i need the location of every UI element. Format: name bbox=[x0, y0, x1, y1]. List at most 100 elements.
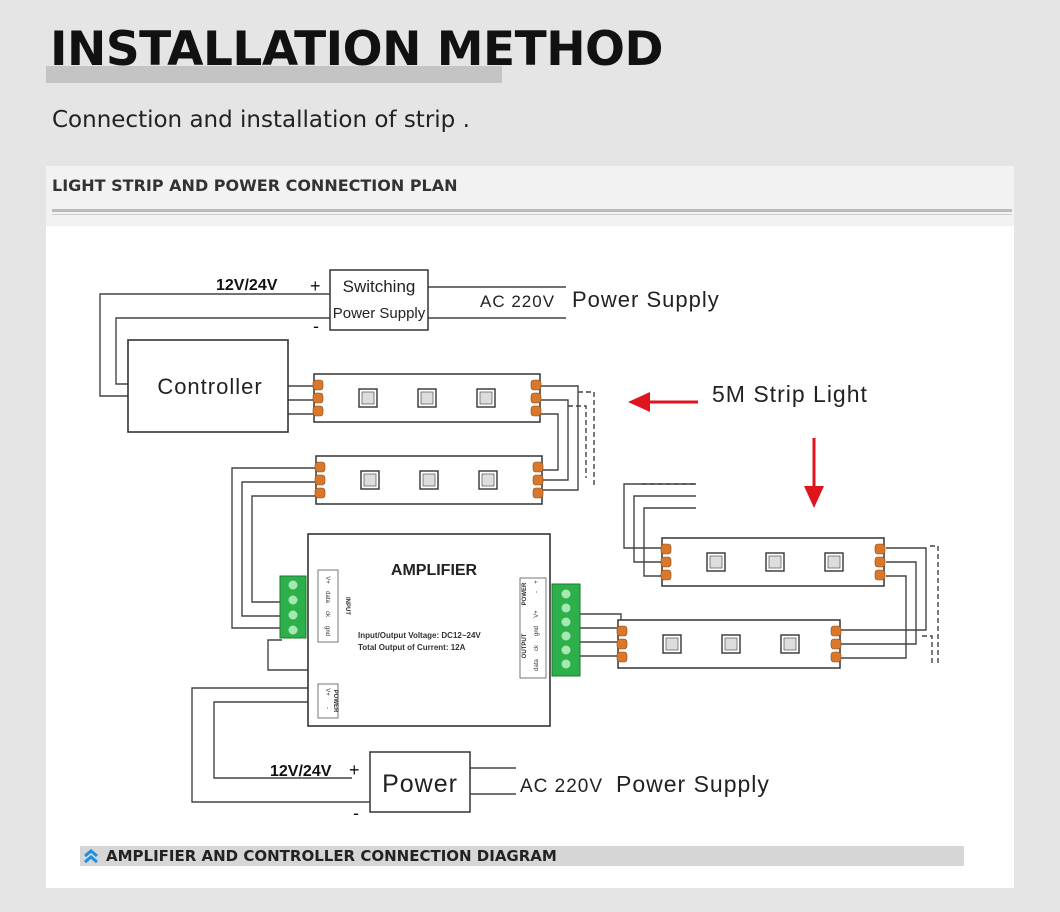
solder-pad bbox=[314, 461, 326, 473]
footer-label: AMPLIFIER AND CONTROLLER CONNECTION DIAG… bbox=[106, 847, 557, 865]
solder-pad bbox=[532, 487, 544, 499]
terminal-label: V+ bbox=[534, 610, 540, 618]
terminal-label: ck bbox=[534, 644, 540, 651]
controller-label: Controller bbox=[157, 374, 262, 399]
solder-pad bbox=[530, 379, 542, 391]
page-subtitle: Connection and installation of strip . bbox=[52, 107, 470, 133]
top-minus-sign: - bbox=[313, 316, 319, 336]
terminal-label: V+ bbox=[324, 688, 330, 696]
led-strips bbox=[312, 373, 886, 669]
led-chip bbox=[765, 552, 785, 572]
down-arrow-icon bbox=[804, 438, 824, 508]
terminal-label: data bbox=[534, 659, 540, 671]
panel-header: LIGHT STRIP AND POWER CONNECTION PLAN bbox=[46, 166, 1014, 226]
terminal-label: ck bbox=[324, 611, 330, 618]
terminal-label: - bbox=[324, 707, 330, 709]
terminal-label: data bbox=[324, 591, 330, 603]
terminal-label: + bbox=[534, 580, 540, 584]
solder-pad bbox=[530, 392, 542, 404]
solder-pad bbox=[312, 392, 324, 404]
solder-pad bbox=[830, 651, 842, 663]
solder-pad bbox=[532, 461, 544, 473]
solder-pad bbox=[830, 625, 842, 637]
led-chip bbox=[476, 388, 496, 408]
bottom-voltage-label: 12V/24V bbox=[270, 763, 332, 780]
led-chip bbox=[721, 634, 741, 654]
amplifier-spec-voltage: Input/Output Voltage: DC12~24V bbox=[358, 631, 481, 640]
power-box: Power bbox=[369, 751, 471, 813]
solder-pad bbox=[312, 379, 324, 391]
led-strip-3 bbox=[660, 537, 886, 587]
footer-bar bbox=[80, 846, 964, 866]
double-chevron-up-icon bbox=[84, 849, 98, 864]
led-chip bbox=[824, 552, 844, 572]
solder-pad bbox=[616, 651, 628, 663]
bottom-plus-sign: + bbox=[349, 760, 360, 780]
solder-pad bbox=[874, 543, 886, 555]
led-chip bbox=[358, 388, 378, 408]
top-voltage-label: 12V/24V bbox=[216, 277, 278, 294]
led-chip bbox=[360, 470, 380, 490]
solder-pad bbox=[530, 405, 542, 417]
heading-underline bbox=[46, 66, 502, 83]
solder-pad bbox=[874, 556, 886, 568]
led-chip bbox=[780, 634, 800, 654]
panel-footer: AMPLIFIER AND CONTROLLER CONNECTION DIAG… bbox=[46, 842, 1014, 888]
led-strip-2 bbox=[314, 455, 544, 505]
amplifier-box: AMPLIFIER Input/Output Voltage: DC12~24V… bbox=[307, 533, 551, 727]
amplifier-output-connector bbox=[551, 583, 581, 677]
terminal-label: - bbox=[534, 591, 540, 593]
led-chip bbox=[417, 388, 437, 408]
output-power-group-label: POWER bbox=[522, 582, 528, 605]
power-group-label: POWER bbox=[332, 690, 338, 713]
amplifier-input-connector bbox=[279, 575, 307, 639]
wiring-diagram: Switching Power Supply 12V/24V + - AC 22… bbox=[99, 269, 939, 823]
amplifier-title: AMPLIFIER bbox=[391, 562, 478, 579]
solder-pad bbox=[660, 556, 672, 568]
strip-light-label: 5M Strip Light bbox=[712, 381, 868, 407]
switching-line-2: Power Supply bbox=[333, 305, 426, 322]
solder-pad bbox=[314, 487, 326, 499]
solder-pad bbox=[312, 405, 324, 417]
led-strip-4 bbox=[616, 619, 842, 669]
led-chip bbox=[478, 470, 498, 490]
solder-pad bbox=[660, 543, 672, 555]
page-heading: INSTALLATION METHOD bbox=[50, 22, 664, 77]
power-terminal-labels: V+ - bbox=[324, 688, 330, 709]
switching-power-supply: Switching Power Supply bbox=[329, 269, 429, 331]
ac-bottom-label: AC 220V bbox=[520, 776, 603, 797]
terminal-label: gnd bbox=[534, 626, 540, 636]
controller-box: Controller bbox=[127, 339, 289, 433]
led-chip bbox=[662, 634, 682, 654]
bottom-minus-sign: - bbox=[353, 803, 359, 823]
led-chip bbox=[706, 552, 726, 572]
solder-pad bbox=[314, 474, 326, 486]
led-chip bbox=[419, 470, 439, 490]
top-plus-sign: + bbox=[310, 276, 321, 296]
power-supply-top-label: Power Supply bbox=[572, 287, 720, 312]
terminal-label: gnd bbox=[324, 626, 330, 636]
output-terminal-labels: V+ gnd ck data bbox=[534, 610, 540, 671]
led-strip-1 bbox=[312, 373, 542, 423]
ac-top-label: AC 220V bbox=[480, 292, 555, 311]
panel-divider bbox=[52, 209, 1012, 212]
terminal-label: V+ bbox=[324, 576, 330, 584]
panel-title: LIGHT STRIP AND POWER CONNECTION PLAN bbox=[52, 176, 458, 195]
power-box-label: Power bbox=[382, 770, 458, 798]
switching-line-1: Switching bbox=[343, 277, 416, 296]
solder-pad bbox=[616, 625, 628, 637]
solder-pad bbox=[874, 569, 886, 581]
dashed-wires bbox=[568, 391, 939, 666]
connection-panel: LIGHT STRIP AND POWER CONNECTION PLAN bbox=[46, 166, 1014, 888]
solder-pad bbox=[830, 638, 842, 650]
output-power-labels: +- bbox=[534, 580, 540, 593]
input-terminal-labels: V+ data ck gnd bbox=[324, 576, 330, 636]
input-group-label: INPUT bbox=[344, 597, 350, 615]
panel-divider-thin bbox=[52, 214, 1012, 215]
solder-pad bbox=[660, 569, 672, 581]
output-group-label: OUTPUT bbox=[522, 633, 528, 658]
amplifier-spec-current: Total Output of Current: 12A bbox=[358, 643, 466, 652]
power-supply-bottom-label: Power Supply bbox=[616, 771, 770, 797]
solder-pad bbox=[532, 474, 544, 486]
solder-pad bbox=[616, 638, 628, 650]
